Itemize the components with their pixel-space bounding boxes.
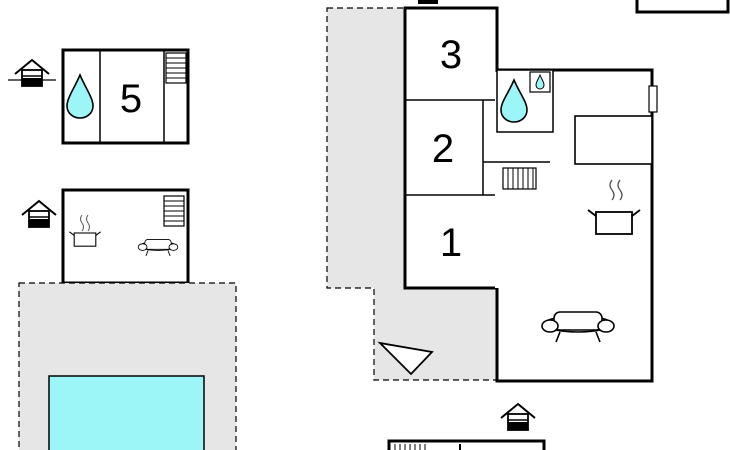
room-number-2: 2	[432, 127, 454, 171]
swimming-pool	[48, 375, 205, 450]
kitchen-counter	[574, 115, 653, 165]
house-entrance-icon	[500, 403, 536, 431]
building-fragment-bottom	[387, 439, 546, 450]
cooking-pot-icon	[587, 179, 641, 235]
house-entrance-icon	[14, 59, 50, 87]
cooking-pot-icon	[68, 214, 102, 247]
room-number-1: 1	[440, 221, 462, 265]
water-drop-icon	[535, 73, 545, 90]
stairs-icon	[165, 52, 187, 84]
stairs-icon	[163, 195, 185, 227]
water-drop-icon	[66, 72, 94, 119]
room-number-3: 3	[440, 33, 462, 77]
building-fragment-top-right	[635, 0, 730, 14]
radiator-icon	[502, 167, 537, 190]
sun-lounger-icon	[377, 341, 434, 376]
water-drop-icon	[500, 77, 528, 123]
bedroom-column-wall	[403, 6, 499, 290]
house-entrance-icon	[21, 200, 57, 228]
window-marker	[648, 85, 658, 113]
room-number-5: 5	[120, 77, 142, 121]
